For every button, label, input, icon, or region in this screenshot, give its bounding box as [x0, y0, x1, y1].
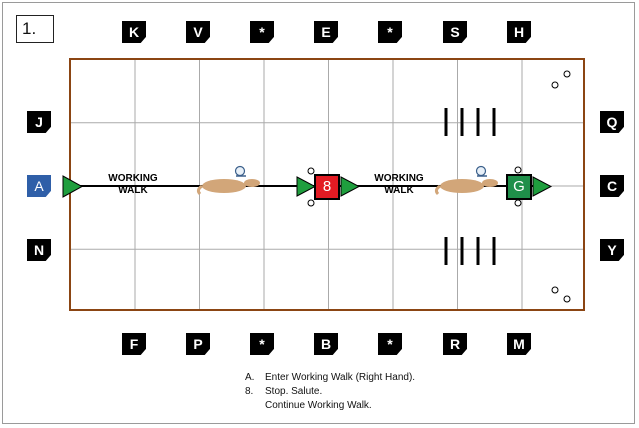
marker-left-1: J	[27, 111, 51, 133]
diagram-frame	[2, 2, 635, 424]
marker-bottom-1: F	[122, 333, 146, 355]
working-walk-line-2: WALK	[384, 185, 414, 196]
marker-bottom-5: *	[378, 333, 402, 355]
stop-box-8: 8	[314, 174, 340, 200]
instruction-key: A.	[245, 372, 255, 383]
marker-bottom-3: *	[250, 333, 274, 355]
marker-bottom-7: M	[507, 333, 531, 355]
marker-bottom-4: B	[314, 333, 338, 355]
instruction-text: Stop. Salute.	[265, 386, 323, 397]
working-walk-line-1: WORKING	[374, 173, 424, 184]
marker-top-3: *	[250, 21, 274, 43]
working-walk-label-2: WORKING WALK	[364, 173, 434, 197]
marker-bottom-2: P	[186, 333, 210, 355]
instruction-a: A. Enter Working Walk (Right Hand).	[245, 371, 415, 385]
marker-top-2: V	[186, 21, 210, 43]
instructions: A. Enter Working Walk (Right Hand). 8. Sto…	[245, 371, 415, 413]
marker-top-4: E	[314, 21, 338, 43]
instruction-continue: Continue Working Walk.	[245, 399, 415, 413]
working-walk-label-1: WORKING WALK	[98, 173, 168, 197]
marker-top-6: S	[443, 21, 467, 43]
marker-top-1: K	[122, 21, 146, 43]
marker-bottom-6: R	[443, 333, 467, 355]
test-number: 1.	[16, 15, 54, 43]
working-walk-line-1: WORKING	[108, 173, 158, 184]
instruction-8: 8. Stop. Salute.	[245, 385, 415, 399]
working-walk-line-2: WALK	[118, 185, 148, 196]
stop-box-g: G	[506, 174, 532, 200]
marker-right-3: Y	[600, 239, 624, 261]
instruction-key: 8.	[245, 386, 254, 397]
marker-top-7: H	[507, 21, 531, 43]
instruction-text: Enter Working Walk (Right Hand).	[265, 372, 416, 383]
marker-right-2: C	[600, 175, 624, 197]
instruction-text: Continue Working Walk.	[265, 400, 372, 411]
marker-left-2: A	[27, 175, 51, 197]
marker-top-5: *	[378, 21, 402, 43]
marker-right-1: Q	[600, 111, 624, 133]
marker-left-3: N	[27, 239, 51, 261]
